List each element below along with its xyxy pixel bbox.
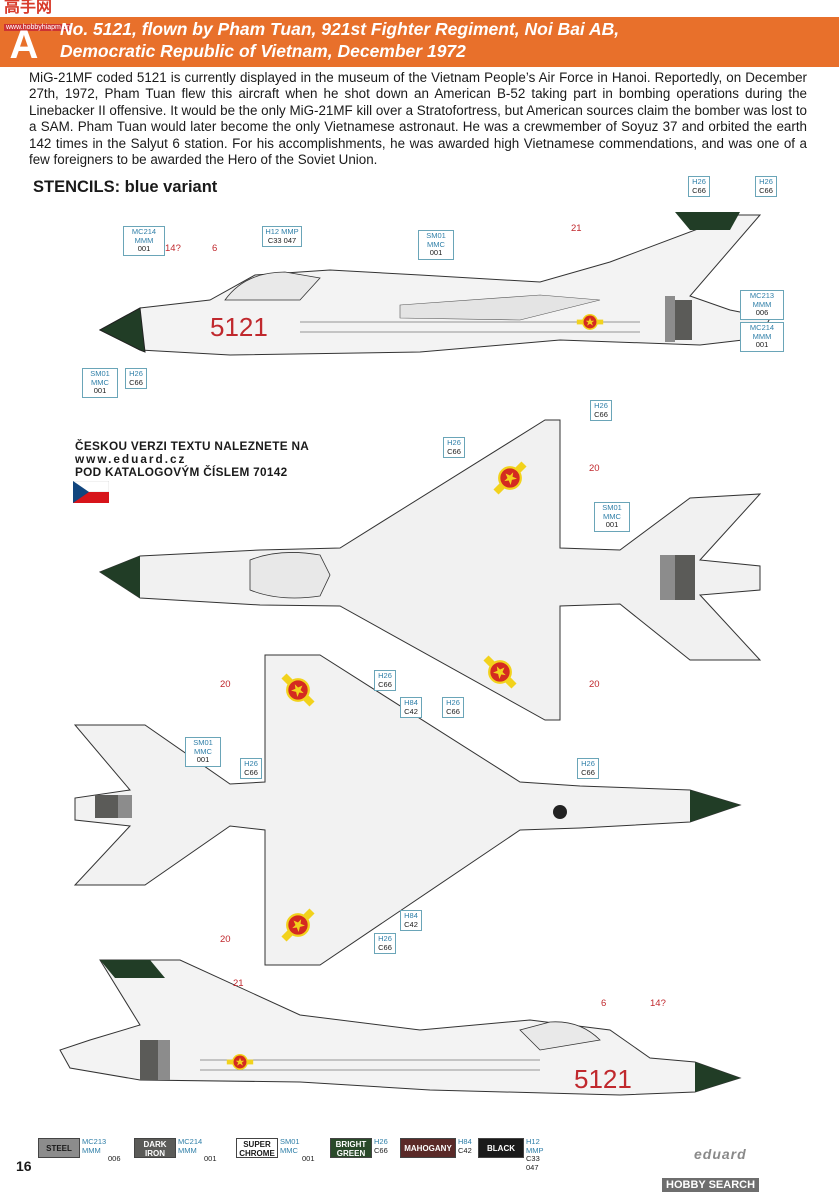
legend-chip-steel: STEEL (38, 1138, 80, 1158)
decal-number-21: 21 (571, 223, 582, 234)
top-view (98, 419, 762, 721)
footer-watermark: HOBBY SEARCH (662, 1178, 760, 1192)
czech-note-url[interactable]: www.eduard.cz (75, 452, 187, 466)
bottom-view (73, 654, 742, 966)
decal-number-20: 20 (220, 934, 231, 945)
czech-flag-icon (73, 481, 109, 503)
aircraft-code-side: 5121 (210, 312, 268, 342)
site-watermark: 高手网 (4, 0, 53, 16)
side-view-left: 5121 (98, 212, 771, 356)
decal-number-20: 20 (220, 679, 231, 690)
brand-logo: eduard (694, 1146, 747, 1162)
variant-letter: A (9, 23, 39, 67)
decal-number-14: 14? (165, 243, 181, 254)
legend-chip-black: BLACK (478, 1138, 524, 1158)
decal-number-6: 6 (212, 243, 218, 254)
section-title: STENCILS: blue variant (33, 178, 218, 196)
czech-note-line3: POD KATALOGOVÝM ČÍSLEM 70142 (75, 465, 288, 479)
aircraft-code-side-right: 5121 (574, 1064, 632, 1094)
czech-note: ČESKOU VERZI TEXTU NALEZNETE NA www.edua… (75, 440, 309, 479)
czech-note-line1: ČESKOU VERZI TEXTU NALEZNETE NA (75, 439, 310, 453)
header-band (0, 17, 839, 67)
decal-number-21: 21 (233, 978, 244, 989)
page-title-line2: Democratic Republic of Vietnam, December… (60, 41, 466, 61)
decal-number-14: 14? (650, 998, 666, 1009)
legend-chip-dark-iron: DARK IRON (134, 1138, 176, 1158)
legend-chip-super-chrome: SUPER CHROME (236, 1138, 278, 1158)
decal-number-20: 20 (589, 679, 600, 690)
aircraft-description: MiG-21MF coded 5121 is currently display… (29, 70, 807, 168)
decal-number-6: 6 (601, 998, 607, 1009)
legend-chip-mahogany: MAHOGANY (400, 1138, 456, 1158)
page-title-line1: No. 5121, flown by Pham Tuan, 921st Figh… (60, 19, 620, 39)
site-watermark-url: www.hobbyhiapm.cn (4, 24, 73, 31)
legend-chip-bright-green: BRIGHT GREEN (330, 1138, 372, 1158)
decal-number-20: 20 (589, 463, 600, 474)
page-number: 16 (16, 1158, 32, 1174)
side-view-right: 5121 (59, 959, 742, 1096)
